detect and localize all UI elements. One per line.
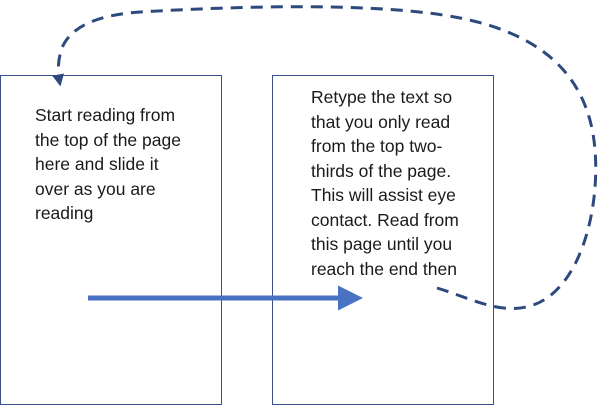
left-page-text: Start reading from the top of the page h… [35,105,181,223]
left-page: Start reading from the top of the page h… [0,75,222,405]
right-page: Retype the text so that you only read fr… [272,75,494,405]
right-page-text: Retype the text so that you only read fr… [311,87,459,279]
